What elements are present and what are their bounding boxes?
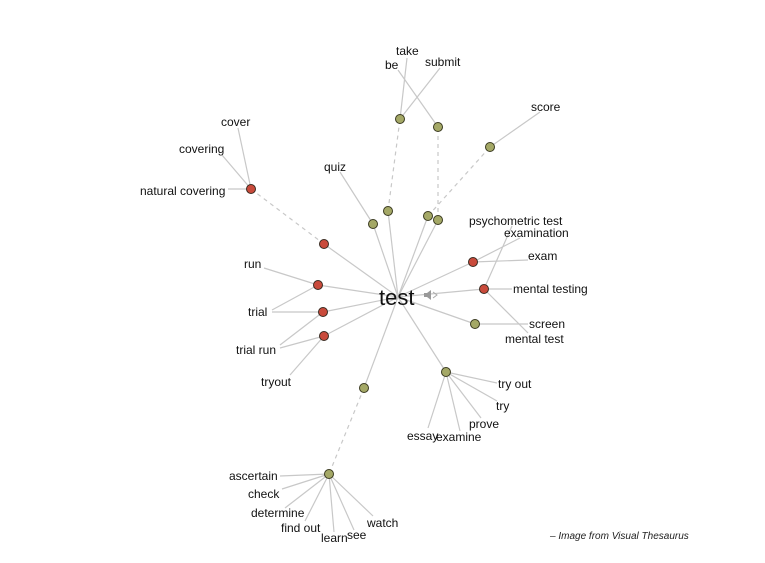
word-label[interactable]: try [496,399,509,413]
word-label[interactable]: submit [425,55,461,69]
noun-node[interactable] [319,331,329,341]
word-label[interactable]: see [347,528,367,542]
word-label[interactable]: trial [248,305,267,319]
noun-node[interactable] [319,239,329,249]
verb-node[interactable] [368,219,378,229]
verb-node[interactable] [433,215,443,225]
word-label[interactable]: exam [528,249,557,263]
word-label[interactable]: trial run [236,343,276,357]
verb-node[interactable] [485,142,495,152]
word-label[interactable]: natural covering [140,184,225,198]
word-label[interactable]: prove [469,417,499,431]
word-label[interactable]: take [396,44,419,58]
verb-node[interactable] [324,469,334,479]
center-word[interactable]: test [379,285,414,310]
image-credit: – Image from Visual Thesaurus [549,531,689,542]
noun-node[interactable] [313,280,323,290]
word-label[interactable]: examine [436,430,482,444]
nodes [246,114,495,479]
word-label[interactable]: psychometric test [469,214,563,228]
word-label[interactable]: essay [407,429,438,443]
word-label[interactable]: be [385,58,399,72]
word-label[interactable]: run [244,257,261,271]
word-labels: cover covering natural covering quiz tak… [140,44,588,545]
verb-node[interactable] [470,319,480,329]
edges [221,57,541,533]
word-label[interactable]: ascertain [229,469,278,483]
verb-node[interactable] [441,367,451,377]
word-label[interactable]: watch [366,516,398,530]
word-label[interactable]: try out [498,377,532,391]
word-label[interactable]: cover [221,115,250,129]
word-label[interactable]: find out [281,521,321,535]
noun-node[interactable] [318,307,328,317]
verb-node[interactable] [359,383,369,393]
noun-node[interactable] [246,184,256,194]
word-label[interactable]: screen [529,317,565,331]
word-label[interactable]: check [248,487,280,501]
word-label[interactable]: quiz [324,160,346,174]
verb-node[interactable] [433,122,443,132]
word-label[interactable]: determine [251,506,305,520]
speaker-icon[interactable] [424,290,438,300]
word-label[interactable]: tryout [261,375,292,389]
noun-node[interactable] [468,257,478,267]
word-label[interactable]: score [531,100,561,114]
noun-node[interactable] [479,284,489,294]
verb-node[interactable] [423,211,433,221]
word-label[interactable]: covering [179,142,224,156]
word-label[interactable]: mental testing [513,282,588,296]
verb-node[interactable] [383,206,393,216]
verb-node[interactable] [395,114,405,124]
word-label[interactable]: learn [321,531,348,545]
word-label[interactable]: examination [504,226,569,240]
word-label[interactable]: mental test [505,332,564,346]
